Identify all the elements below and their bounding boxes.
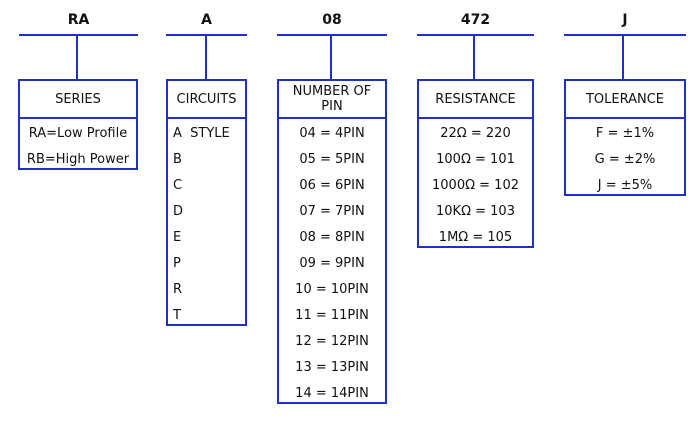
pin-option: 10 = 10PIN xyxy=(295,282,369,297)
resistance-option: 22Ω = 220 xyxy=(440,126,511,141)
tolerance-header: TOLERANCE xyxy=(566,81,684,119)
resistance-header: RESISTANCE xyxy=(419,81,532,119)
resistance-option: 1MΩ = 105 xyxy=(438,230,513,245)
pin-option: 11 = 11PIN xyxy=(295,308,369,323)
pin-code-underline xyxy=(277,34,387,36)
resistance-option: 10KΩ = 103 xyxy=(436,204,515,219)
pin-option: 05 = 5PIN xyxy=(299,152,365,167)
series-option: RA=Low Profile xyxy=(28,126,128,141)
series-connector xyxy=(76,35,78,79)
resistance-box: RESISTANCE 22Ω = 220 100Ω = 101 1000Ω = … xyxy=(417,79,534,248)
resistance-code-underline xyxy=(417,34,534,36)
resistance-option: 1000Ω = 102 xyxy=(432,178,519,193)
series-code-underline xyxy=(19,34,138,36)
pin-option: 09 = 9PIN xyxy=(299,256,365,271)
circuits-option: B xyxy=(173,152,182,167)
resistance-code: 472 xyxy=(460,12,491,28)
tolerance-option: F = ±1% xyxy=(595,126,655,141)
pin-option: 04 = 4PIN xyxy=(299,126,365,141)
circuits-option: A STYLE xyxy=(173,126,230,141)
series-code: RA xyxy=(67,12,90,28)
circuits-code: A xyxy=(201,12,212,28)
series-header: SERIES xyxy=(20,81,136,119)
pin-connector xyxy=(330,35,332,79)
circuits-header: CIRCUITS xyxy=(168,81,245,119)
tolerance-code-underline xyxy=(564,34,686,36)
series-option: RB=High Power xyxy=(26,152,130,167)
tolerance-connector xyxy=(622,35,624,79)
series-box: SERIES RA=Low Profile RB=High Power xyxy=(18,79,138,170)
resistance-connector xyxy=(473,35,475,79)
pin-option: 08 = 8PIN xyxy=(299,230,365,245)
pin-option: 14 = 14PIN xyxy=(295,386,369,401)
circuits-option: P xyxy=(173,256,181,271)
resistance-option: 100Ω = 101 xyxy=(436,152,515,167)
circuits-option: R xyxy=(173,282,183,297)
tolerance-code: J xyxy=(622,12,628,28)
pin-header: NUMBER OF PIN xyxy=(279,81,385,119)
tolerance-box: TOLERANCE F = ±1% G = ±2% J = ±5% xyxy=(564,79,686,196)
circuits-option: C xyxy=(173,178,183,193)
pin-option: 12 = 12PIN xyxy=(295,334,369,349)
circuits-option: T xyxy=(173,308,181,323)
circuits-option: D xyxy=(173,204,184,219)
circuits-connector xyxy=(205,35,207,79)
pin-option: 07 = 7PIN xyxy=(299,204,365,219)
pin-code: 08 xyxy=(322,12,342,28)
pin-option: 06 = 6PIN xyxy=(299,178,365,193)
circuits-option: E xyxy=(173,230,182,245)
tolerance-option: G = ±2% xyxy=(594,152,656,167)
tolerance-option: J = ±5% xyxy=(597,178,653,193)
pin-box: NUMBER OF PIN 04 = 4PIN 05 = 5PIN 06 = 6… xyxy=(277,79,387,404)
pin-option: 13 = 13PIN xyxy=(295,360,369,375)
circuits-box: CIRCUITS A STYLE B C D E P R T xyxy=(166,79,247,326)
